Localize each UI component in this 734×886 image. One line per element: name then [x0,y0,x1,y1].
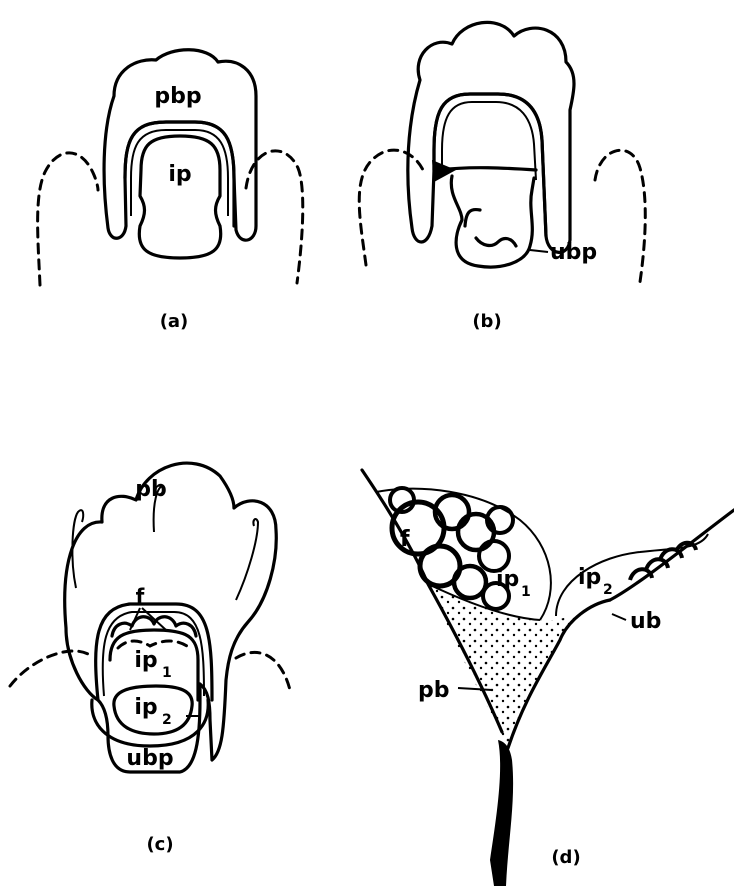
panel-b-label-ubp: ubp [550,240,597,265]
panel-a-dashed-left [38,153,98,285]
panel-b-ubp-leader [530,250,548,252]
panel-c-curl-left [72,510,83,588]
panel-d-label-f: f [400,527,410,552]
panel-a-label-ip: ip [168,162,191,187]
panel-c-label-ip1-sub: 1 [162,665,172,681]
panel-c-label-ip2: ip [134,695,157,720]
panel-c-caption: (c) [146,834,173,855]
panel-c-curl-right [236,519,258,600]
panel-d-ub-leader [612,614,626,620]
panel-b-caption: (b) [472,311,501,332]
panel-b-squiggle [476,238,516,246]
panel-b-outer-outline [408,22,574,252]
panel-a-label-pbp: pbp [154,84,201,109]
panel-d-stem-right [610,510,734,600]
panel-c-label-ubp: ubp [126,746,173,771]
panel-d: f ip 1 ip 2 ub pb (d) [362,470,734,886]
panel-b-dashed-right [595,150,645,282]
panel-d-label-pb: pb [418,678,450,703]
panel-c-label-ip2-sub: 2 [162,712,172,728]
panel-a-ip-body [139,136,220,258]
panel-d-trunk [490,740,513,886]
panel-a: pbp ip (a) [38,50,303,332]
panel-a-caption: (a) [160,311,189,332]
panel-b-inner-wall-outer [434,94,546,236]
panel-c: pb f ip 1 ip 2 ubp (c) [10,463,290,855]
panel-d-label-ip2: ip [578,565,601,590]
panel-c-dashed-right [236,652,290,690]
panel-b-ubp-rim [465,210,480,226]
panel-c-label-ip1: ip [134,648,157,673]
panel-d-stipple-region [428,582,610,748]
panel-d-caption: (d) [551,847,580,868]
panel-d-label-ip2-sub: 2 [603,582,613,598]
panel-d-label-ip1-sub: 1 [521,584,531,600]
panel-b-dashed-left [359,150,424,265]
panel-b: ubp (b) [359,22,645,332]
panel-d-label-ub: ub [630,609,661,634]
panel-b-lower-body [451,176,534,267]
panel-d-label-ip1: ip [496,567,519,592]
panel-c-label-f: f [136,584,145,608]
panel-c-label-pb: pb [135,477,167,502]
panel-c-f-scallops-dash [118,641,190,648]
